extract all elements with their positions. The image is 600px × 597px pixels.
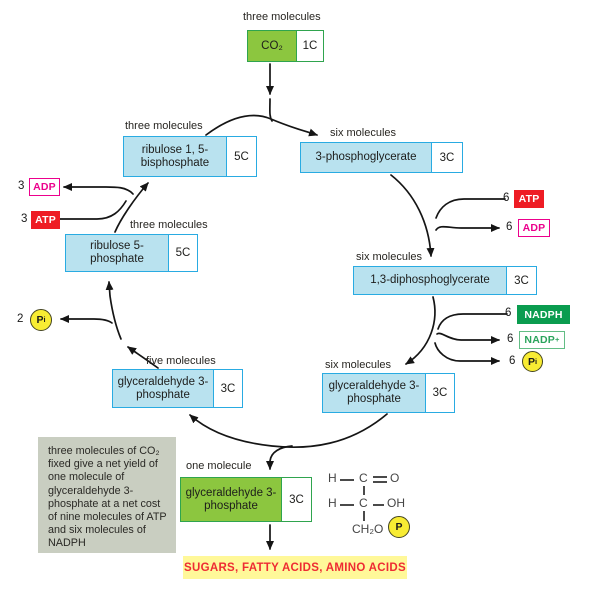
- group-ch2o: CH₂O: [352, 522, 384, 536]
- bond-c1-c2: [363, 486, 365, 495]
- atom-oh: OH: [387, 496, 405, 510]
- line-atp-in-right: [435, 198, 506, 219]
- line-nadph-in: [437, 313, 508, 330]
- atom-c2: C: [359, 496, 368, 510]
- qty-r5p: three molecules: [130, 219, 208, 231]
- atom-c1: C: [359, 471, 368, 485]
- adp-left-count: 3: [18, 180, 25, 192]
- dpg-carbons: 3C: [506, 267, 536, 294]
- adp-left-label: ADP: [33, 181, 56, 193]
- arrow-dpg-to-g3p: [405, 296, 436, 365]
- dpg-label: 1,3-diphosphoglycerate: [370, 274, 490, 286]
- box-rubp: ribulose 1, 5-bisphosphate 5C: [123, 136, 257, 177]
- phosphate-label: P: [395, 521, 403, 533]
- pi-left-count: 2: [17, 313, 24, 325]
- nadp-chip: NADP+: [519, 331, 565, 349]
- adp-right-count: 6: [506, 221, 513, 233]
- arrow-3pg-to-dpg: [390, 174, 435, 257]
- box-r5p: ribulose 5-phosphate 5C: [65, 234, 198, 272]
- g3p-six-carbons: 3C: [425, 374, 454, 412]
- bond-c1-o-double-top: [373, 476, 387, 478]
- r5p-carbons: 5C: [168, 235, 197, 271]
- bond-c2-oh: [373, 504, 384, 506]
- pi-right-count: 6: [509, 355, 516, 367]
- summary-note: three molecules of CO₂ fixed give a net …: [38, 437, 176, 553]
- box-dpg: 1,3-diphosphoglycerate 3C: [353, 266, 537, 295]
- atp-left-chip: ATP: [31, 211, 60, 229]
- pg3-carbons: 3C: [431, 143, 462, 172]
- atom-o1: O: [390, 471, 400, 485]
- adp-right-chip: ADP: [518, 219, 550, 237]
- atp-right-count: 6: [503, 192, 510, 204]
- pg3-label: 3-phosphoglycerate: [315, 151, 417, 163]
- qty-3pg: six molecules: [330, 127, 397, 139]
- atp-left-label: ATP: [35, 214, 56, 226]
- nadp-count: 6: [507, 333, 514, 345]
- rubp-carbons: 5C: [226, 137, 256, 176]
- qty-g3p-six: six molecules: [325, 359, 392, 371]
- box-g3p-one: glyceraldehyde 3-phosphate 3C: [180, 477, 312, 522]
- box-co2: CO₂ 1C: [247, 30, 324, 62]
- qty-g3p-five: five molecules: [146, 355, 216, 367]
- box-g3p-five: glyceraldehyde 3-phosphate 3C: [112, 369, 243, 408]
- co2-label: CO₂: [261, 39, 283, 52]
- g3p-one-carbons: 3C: [281, 478, 311, 521]
- pi-left-label: P: [36, 314, 44, 326]
- pi-right-label: P: [527, 355, 535, 368]
- g3p-five-label: glyceraldehyde 3-phosphate: [117, 375, 209, 401]
- nadph-count: 6: [505, 307, 512, 319]
- products-banner: SUGARS, FATTY ACIDS, AMINO ACIDS: [183, 556, 407, 579]
- arrow-rubp-to-3pg: [205, 114, 318, 137]
- adp-right-label: ADP: [522, 222, 546, 234]
- rubp-label: ribulose 1, 5-bisphosphate: [140, 143, 210, 169]
- atom-h1: H: [328, 471, 337, 485]
- atom-h2: H: [328, 496, 337, 510]
- g3p-one-label: glyceraldehyde 3-phosphate: [185, 486, 277, 512]
- qty-dpg: six molecules: [356, 251, 423, 263]
- qty-g3p-one: one molecule: [186, 460, 252, 472]
- atp-right-label: ATP: [518, 193, 540, 205]
- arrow-five-up-1: [127, 346, 159, 369]
- r5p-label: ribulose 5-phosphate: [90, 240, 144, 265]
- arrow-branch-to-one: [266, 445, 293, 470]
- arrow-g3p-to-five: [189, 413, 388, 449]
- bond-c1-o-double-bottom: [373, 481, 387, 483]
- adp-left-chip: ADP: [29, 178, 60, 196]
- arrow-r5p-to-rubp: [114, 182, 149, 233]
- nadph-label: NADPH: [524, 308, 563, 321]
- co2-carbons: 1C: [296, 31, 323, 61]
- box-g3p-six: glyceraldehyde 3-phosphate 3C: [322, 373, 455, 413]
- g3p-structural-formula: H C O H C OH CH₂O P: [326, 468, 466, 548]
- arrow-nadp-out: [436, 332, 500, 344]
- qty-rubp: three molecules: [125, 120, 203, 132]
- arrow-adp-out-left: [63, 183, 134, 195]
- bond-h2-c2: [340, 504, 354, 506]
- atp-right-chip: ATP: [514, 190, 544, 208]
- nadph-chip: NADPH: [517, 305, 570, 324]
- arrow-pi-out-right: [434, 342, 500, 365]
- box-3pg: 3-phosphoglycerate 3C: [300, 142, 463, 173]
- atp-left-count: 3: [21, 213, 28, 225]
- qty-co2: three molecules: [243, 11, 321, 23]
- g3p-six-label: glyceraldehyde 3-phosphate: [328, 380, 420, 405]
- arrow-pi-out-left: [60, 315, 113, 324]
- arrow-five-to-r5p: [105, 281, 122, 340]
- bond-c2-c3: [363, 511, 365, 521]
- bond-h1-c1: [340, 479, 354, 481]
- g3p-five-carbons: 3C: [213, 370, 242, 407]
- arrow-adp-out-right: [435, 224, 500, 232]
- line-atp-in-left: [59, 200, 127, 220]
- nadp-label: NADP: [524, 334, 555, 346]
- phosphate-circle: P: [388, 516, 410, 538]
